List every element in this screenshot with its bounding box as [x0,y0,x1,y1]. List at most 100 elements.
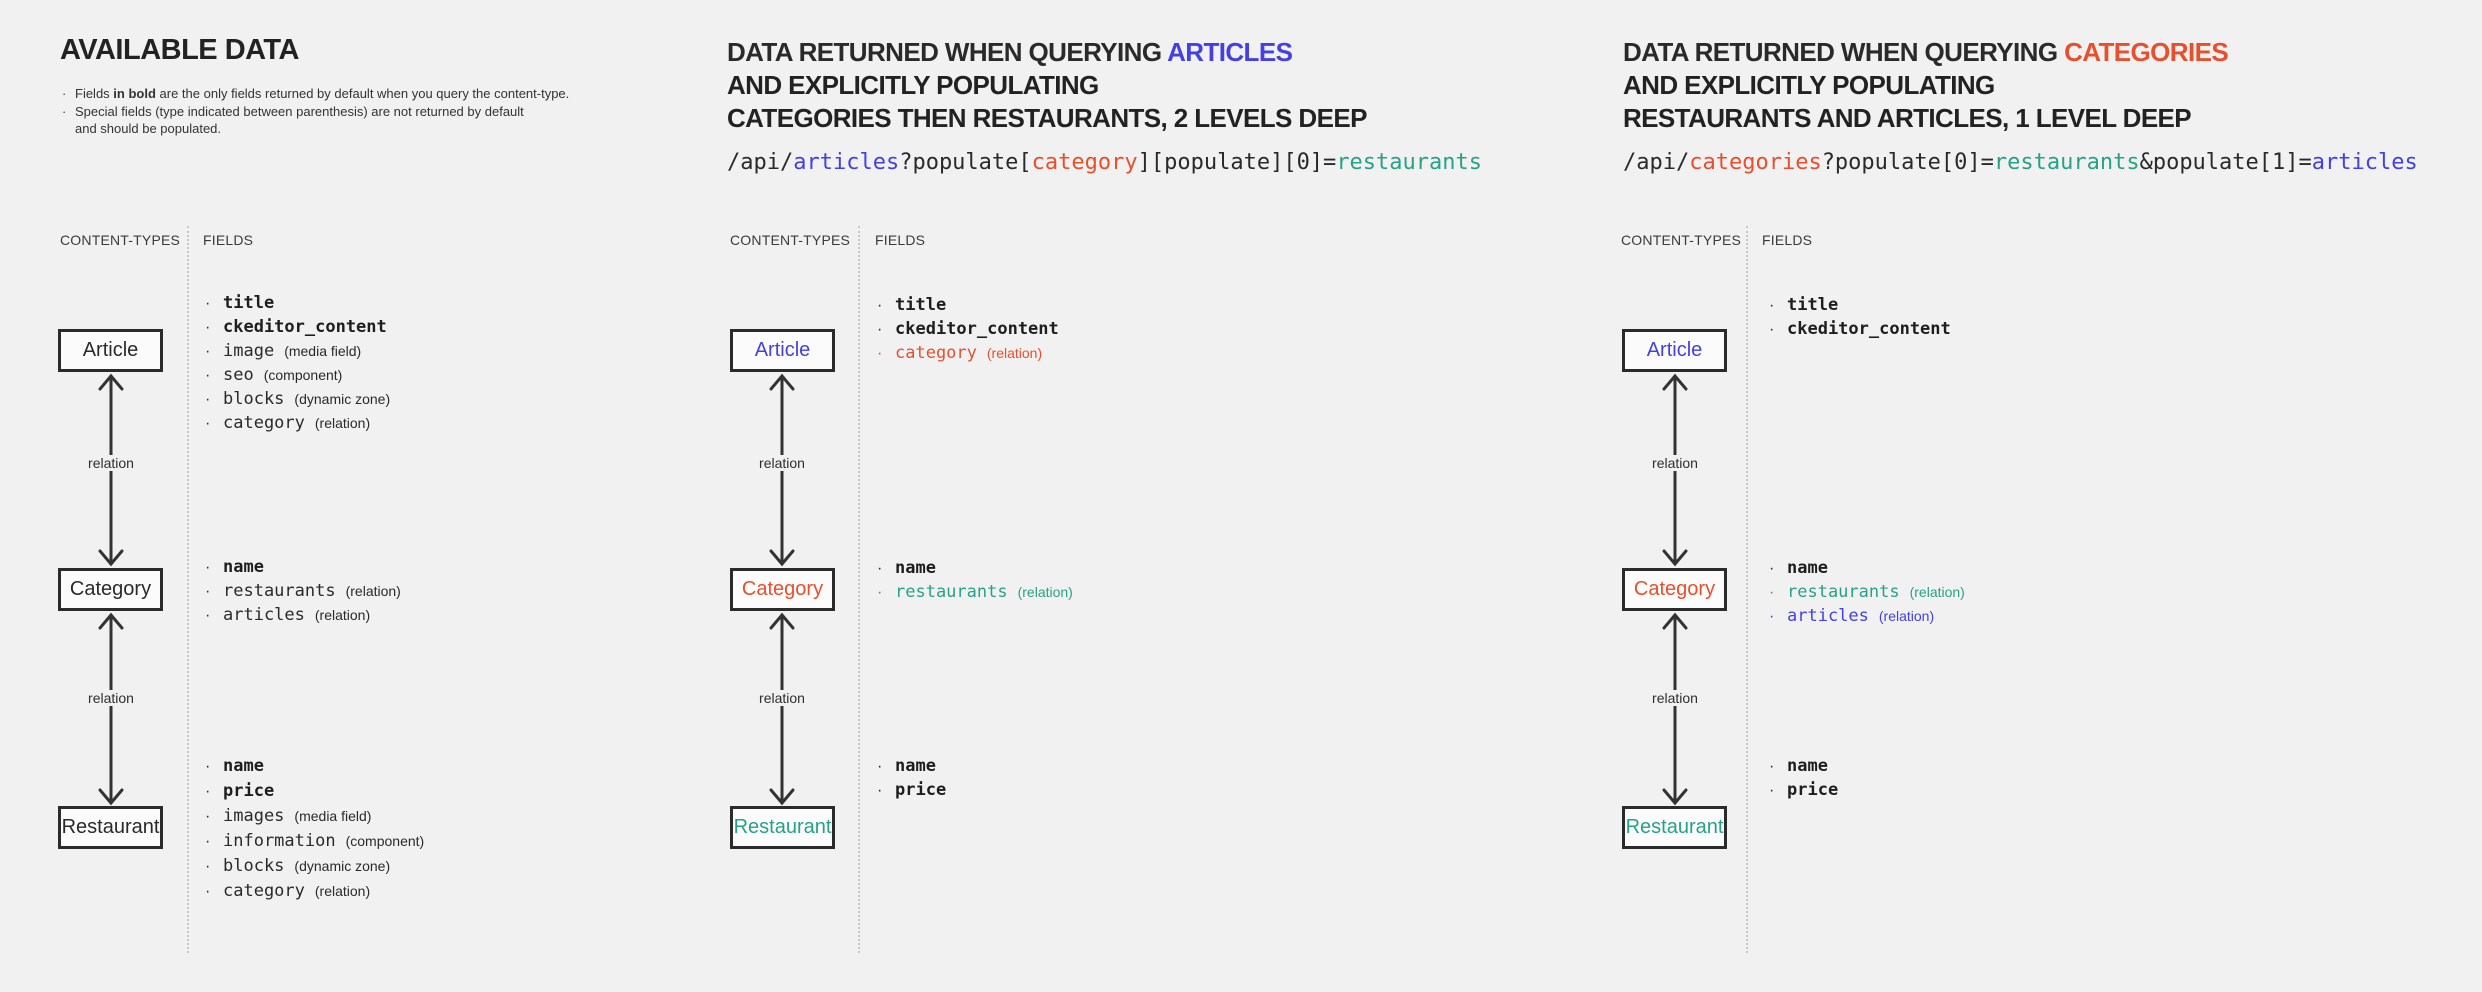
column-header-fields: FIELDS [203,232,254,248]
field-row: ·seo(component) [205,363,397,387]
column-divider [858,226,860,953]
field-row: ·restaurants(relation) [205,579,401,603]
bullet-icon: · [877,758,883,775]
field-row: ·images(media field) [205,804,424,829]
url-segment: /api/ [1623,150,1690,175]
content-type-box-restaurant: Restaurant [58,806,163,849]
field-name: restaurants [1787,582,1900,602]
bullet-icon: · [877,345,883,362]
field-row: · name [877,754,956,778]
bullet-icon: · [877,297,883,314]
field-row: · information (component) [205,829,424,854]
bullet-icon: · [205,343,211,360]
field-row: ·price [877,778,956,802]
heading-line: CATEGORIES THEN RESTAURANTS, 2 LEVELS DE… [727,103,1367,133]
field-type: (component) [263,367,343,383]
field-row: · restaurants (relation) [877,580,1073,604]
content-type-box-restaurant: Restaurant [1622,806,1727,849]
relation-label: relation [754,455,810,471]
field-type: (component) [345,833,425,849]
url-segment: restaurants [1336,150,1483,175]
bullet-icon: · [205,758,211,775]
field-type: (relation) [986,345,1043,361]
field-name: name [1787,756,1828,776]
field-row: · articles (relation) [205,603,401,627]
column-header-content-types: CONTENT-TYPES [730,232,851,248]
content-type-label: Restaurant [733,816,832,838]
field-name: information [223,831,336,851]
bullet-icon: · [205,559,211,576]
content-type-box-restaurant: Restaurant [730,806,835,849]
bullet-icon: · [877,321,883,338]
column-header-fields: FIELDS [875,232,926,248]
field-type: (dynamic zone) [294,391,391,407]
bullet-icon: · [1769,297,1775,314]
note-line: ·Special fields (type indicated between … [60,103,600,138]
panel3-heading: DATA RETURNED WHEN QUERYING CATEGORIES A… [1623,36,2229,135]
relation-arrow [769,612,795,806]
field-type: (relation) [314,415,371,431]
panel2-api-url: /api/articles?populate[category][populat… [727,150,1482,175]
field-type: (relation) [1017,584,1073,600]
content-type-box-category: Category [58,568,163,611]
content-type-label: Article [1646,339,1703,361]
field-row: ·ckeditor_content [877,317,1069,341]
bullet-icon: · [205,808,211,825]
content-type-label: Category [1633,578,1716,600]
field-row: ·blocks(dynamic zone) [205,387,397,411]
bullet-icon: · [205,858,211,875]
bullet-icon: · [1769,758,1775,775]
field-name: articles [1787,606,1869,626]
bullet-icon: · [205,607,211,624]
field-list-article: · title ·ckeditor_content [1769,293,1961,341]
field-type: (dynamic zone) [294,858,391,874]
field-row: ·ckeditor_content [1769,317,1961,341]
field-name: restaurants [895,582,1008,602]
field-row: ·restaurants(relation) [1769,580,1965,604]
bullet-icon: · [877,560,883,577]
field-row: ·category(relation) [205,411,397,435]
field-row: · ckeditor_content [205,315,397,339]
panel1-notes: ·Fields in bold are the only fields retu… [60,85,600,138]
note-text-bold: in bold [113,86,156,101]
panel2-heading: DATA RETURNED WHEN QUERYING ARTICLES AND… [727,36,1367,135]
field-type: (relation) [314,607,371,623]
bullet-icon: · [205,883,211,900]
bullet-icon: · [1769,782,1775,799]
field-name: name [895,756,936,776]
bullet-icon: · [205,367,211,384]
content-type-box-category: Category [730,568,835,611]
field-list-category: ·name ·restaurants(relation) ·articles(r… [205,555,401,627]
field-name: title [1787,295,1839,315]
heading-segment: DATA RETURNED WHEN QUERYING [727,37,1168,67]
field-type: (relation) [1909,584,1965,600]
url-segment: articles [2311,150,2418,175]
bullet-icon: · [877,584,883,601]
heading-line: AND EXPLICITLY POPULATING [1623,70,1995,100]
note-text: and should be populated. [75,121,222,136]
field-name: ckeditor_content [1787,319,1951,339]
field-name: ckeditor_content [223,317,387,337]
field-row: · price [1769,778,1848,802]
panel3-api-url: /api/categories?populate[0]=restaurants&… [1623,150,2418,175]
url-segment: &populate[1]= [2139,150,2312,175]
field-name: price [1787,780,1839,800]
relation-label: relation [1647,455,1703,471]
url-segment: ?populate[ [899,150,1032,175]
bullet-icon: · [1769,560,1775,577]
bullet-icon: · [205,833,211,850]
content-type-label: Restaurant [61,816,160,838]
content-type-label: Category [69,578,152,600]
column-divider [187,226,189,953]
column-divider [1746,226,1748,953]
heading-segment: DATA RETURNED WHEN QUERYING [1623,37,2065,67]
field-name: name [223,756,264,776]
content-type-box-article: Article [730,329,835,372]
bullet-icon: · [205,319,211,336]
field-list-category: ·name ·restaurants(relation) ·articles(r… [1769,556,1965,628]
field-name: articles [223,605,305,625]
relation-arrow [1662,612,1688,806]
relation-label: relation [83,690,139,706]
field-row: · name [205,754,424,779]
